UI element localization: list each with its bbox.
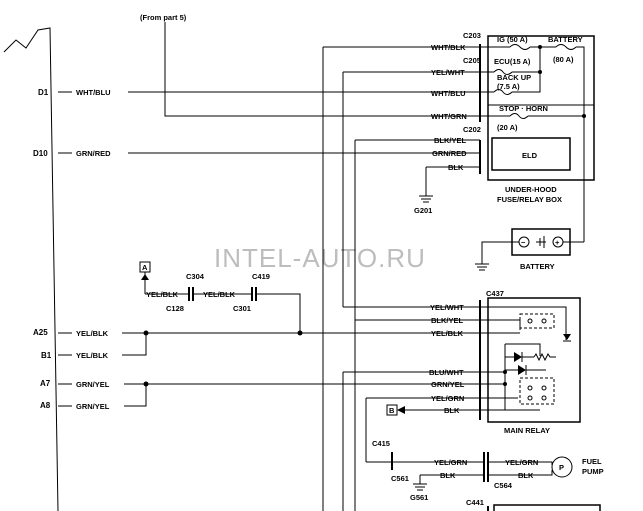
wire-label-relay-blk: BLK: [444, 406, 460, 415]
ground-g201: [419, 195, 433, 203]
fuse-stop-horn-amps: (20 A): [497, 123, 518, 132]
wire-label-wht-blk: WHT/BLK: [431, 43, 466, 52]
wire-label-a7: GRN/YEL: [76, 380, 110, 389]
wire-label-a25: YEL/BLK: [76, 329, 109, 338]
wire-label-yel-wht: YEL/WHT: [431, 68, 465, 77]
main-relay-label: MAIN RELAY: [504, 426, 550, 435]
label-c203: C203: [463, 31, 481, 40]
label-c441: C441: [466, 498, 484, 507]
fuse-ecu: [493, 69, 513, 75]
connector-c564: [483, 452, 489, 482]
wire-label-a8: GRN/YEL: [76, 402, 110, 411]
fuse-ecu-label: ECU(15 A): [494, 57, 531, 66]
relay-diode-3: [518, 365, 526, 375]
fuse-backup-label-1: BACK UP: [497, 73, 531, 82]
label-g561: G561: [410, 493, 428, 502]
ref-b: B: [389, 406, 395, 415]
fuse-battery-label: BATTERY: [548, 35, 583, 44]
wire-label-relay-yel-blk: YEL/BLK: [431, 329, 464, 338]
wire-label-pump-blk-left: BLK: [440, 471, 456, 480]
battery-label: BATTERY: [520, 262, 555, 271]
fuel-pump-label-1: FUEL: [582, 457, 602, 466]
wire-label-relay-blk-yel: BLK/YEL: [431, 316, 464, 325]
wire-label-relay-yel-wht: YEL/WHT: [430, 303, 464, 312]
wire-label-eld-blk: BLK: [448, 163, 464, 172]
wire-label-c304-right: YEL/BLK: [203, 290, 236, 299]
fuse-box-label-1: UNDER-HOOD: [505, 185, 557, 194]
ground-g561: [413, 483, 427, 491]
wire-label-eld-blk-yel: BLK/YEL: [434, 136, 467, 145]
pin-b1: B1: [41, 351, 52, 360]
pin-d1: D1: [38, 88, 49, 97]
main-relay: [487, 297, 581, 423]
label-c415: C415: [372, 439, 390, 448]
relay-diode-1: [563, 334, 571, 340]
wire-label-d10: GRN/RED: [76, 149, 111, 158]
svg-text:−: −: [521, 238, 526, 247]
label-c301: C301: [233, 304, 251, 313]
from-part-wire: [164, 22, 480, 117]
ref-a: A: [142, 263, 148, 272]
label-c128: C128: [166, 304, 184, 313]
fuel-pump-label-2: PUMP: [582, 467, 604, 476]
label-g201: G201: [414, 206, 432, 215]
fuse-battery: [555, 44, 577, 50]
from-part-note: (From part 5): [140, 13, 187, 22]
ground-battery: [475, 263, 489, 271]
label-c304: C304: [186, 272, 205, 281]
connector-c419: [251, 287, 257, 301]
wire-label-wht-grn: WHT/GRN: [431, 112, 467, 121]
fuse-relay-box: [487, 35, 595, 181]
watermark: INTEL-AUTO.RU: [214, 243, 426, 273]
fuel-pump: [551, 456, 573, 478]
wire-label-pump-yel-grn-right: YEL/GRN: [505, 458, 538, 467]
fuse-stop-horn-label: STOP · HORN: [499, 104, 548, 113]
relay-diode-2: [514, 352, 522, 362]
ecm-body-edge: [3, 27, 59, 511]
pump-symbol: P: [559, 463, 564, 472]
label-c419: C419: [252, 272, 270, 281]
pin-a8: A8: [40, 401, 51, 410]
fuse-stop-horn: [509, 113, 529, 119]
pin-a25: A25: [33, 328, 48, 337]
eld-label: ELD: [522, 151, 538, 160]
label-c561: C561: [391, 474, 409, 483]
fuse-backup: [493, 89, 513, 95]
fuse-box-label-2: FUSE/RELAY BOX: [497, 195, 562, 204]
fuse-ig: [509, 44, 531, 50]
relay-coil-2: [519, 377, 555, 405]
relay-coil-1: [519, 313, 555, 329]
label-c202: C202: [463, 125, 481, 134]
fuse-battery-amps: (80 A): [553, 55, 574, 64]
wire-label-b1: YEL/BLK: [76, 351, 109, 360]
label-c564: C564: [494, 481, 513, 490]
wire-label-d1: WHT/BLU: [76, 88, 111, 97]
relay-resistor: [533, 352, 556, 362]
wire-label-eld-grn-red: GRN/RED: [432, 149, 467, 158]
wire-label-pump-blk-right: BLK: [518, 471, 534, 480]
svg-text:+: +: [555, 238, 560, 247]
eld-module: [491, 137, 571, 171]
wire-label-c304-left: YEL/BLK: [146, 290, 179, 299]
wire-label-wht-blu: WHT/BLU: [431, 89, 466, 98]
fuse-ig-label: IG (50 A): [497, 35, 528, 44]
pin-d10: D10: [33, 149, 48, 158]
wire-label-pump-yel-grn-left: YEL/GRN: [434, 458, 467, 467]
wire-label-relay-grn-yel: GRN/YEL: [431, 380, 465, 389]
pin-a7: A7: [40, 379, 51, 388]
wire-label-relay-yel-grn: YEL/GRN: [431, 394, 464, 403]
label-c437: C437: [486, 289, 504, 298]
wire-label-relay-blu-wht: BLU/WHT: [429, 368, 464, 377]
fuse-backup-label-2: (7.5 A): [497, 82, 520, 91]
connector-c304: [188, 287, 194, 301]
label-c205: C205: [463, 56, 481, 65]
